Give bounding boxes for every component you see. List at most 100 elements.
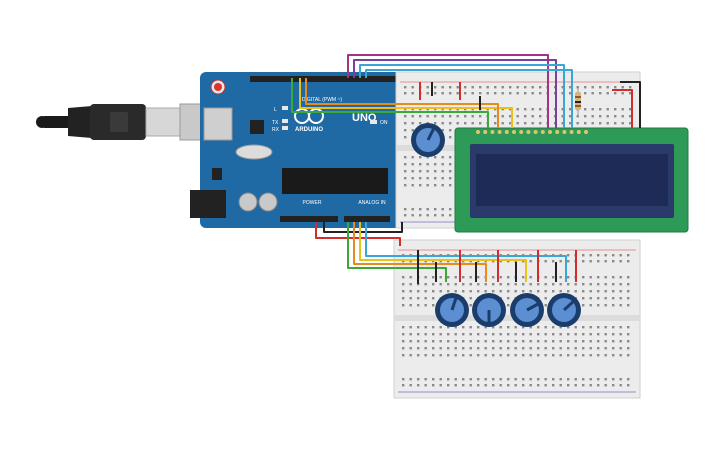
breadboard-hole [477,378,480,381]
breadboard-hole [471,122,474,125]
breadboard-hole [629,86,632,89]
breadboard-hole [456,86,459,89]
breadboard-hole [469,276,472,279]
breadboard-hole [544,354,547,357]
breadboard-hole [574,378,577,381]
breadboard-hole [509,122,512,125]
breadboard-hole [522,378,525,381]
breadboard-hole [454,326,457,329]
breadboard-hole [409,260,412,263]
breadboard-hole [537,340,540,343]
breadboard-hole [424,333,427,336]
breadboard-hole [439,340,442,343]
breadboard-hole [612,297,615,300]
digital-header [250,76,398,82]
breadboard-hole [544,340,547,343]
lcd-pin [490,130,495,134]
reset-button[interactable] [214,83,222,91]
breadboard-hole [582,283,585,286]
breadboard-hole [544,290,547,293]
breadboard-hole [522,326,525,329]
breadboard-hole [492,340,495,343]
breadboard-hole [439,283,442,286]
digital-header-label: DIGITAL (PWM ~) [302,97,342,103]
wire-green-top [291,78,489,128]
usb-port [203,107,233,141]
breadboard-hole [509,92,512,95]
breadboard-hole [619,304,622,307]
breadboard-hole [499,347,502,350]
breadboard-hole [434,177,437,180]
analog-label: ANALOG IN [358,200,386,206]
breadboard-hole [432,283,435,286]
breadboard-hole [447,333,450,336]
breadboard-hole [447,340,450,343]
breadboard-hole [404,115,407,118]
breadboard-hole [417,290,420,293]
breadboard-hole [604,326,607,329]
breadboard-hole [447,283,450,286]
breadboard-hole [499,354,502,357]
breadboard-hole [434,184,437,187]
breadboard-hole [539,122,542,125]
breadboard-hole [619,290,622,293]
breadboard-hole [501,108,504,111]
breadboard-hole [404,177,407,180]
breadboard-hole [419,108,422,111]
breadboard-hole [552,260,555,263]
breadboard-hole [619,347,622,350]
breadboard-hole [539,108,542,111]
breadboard-hole [439,333,442,336]
breadboard-hole [537,326,540,329]
breadboard-hole [454,384,457,387]
breadboard-hole [561,122,564,125]
breadboard-hole [507,276,510,279]
breadboard-hole [591,122,594,125]
breadboard-hole [597,297,600,300]
breadboard-hole [559,347,562,350]
breadboard-hole [469,347,472,350]
breadboard-hole [589,378,592,381]
breadboard-hole [507,297,510,300]
breadboard-hole [484,333,487,336]
breadboard-hole [591,115,594,118]
pot-1[interactable] [435,293,469,327]
breadboard-hole [419,184,422,187]
breadboard-hole [454,283,457,286]
breadboard-hole [494,122,497,125]
breadboard-hole [402,290,405,293]
breadboard-hole [567,283,570,286]
atmega-chip [282,168,388,194]
breadboard-hole [612,340,615,343]
breadboard-hole [597,354,600,357]
breadboard-hole [464,108,467,111]
breadboard-hole [449,214,452,217]
breadboard-hole [544,297,547,300]
breadboard-hole [539,92,542,95]
breadboard-hole [522,290,525,293]
lcd-pin [555,130,560,134]
breadboard-hole [627,354,630,357]
breadboard-hole [591,108,594,111]
breadboard-hole [462,340,465,343]
breadboard-hole [569,92,572,95]
breadboard-hole [494,115,497,118]
pot-contrast[interactable] [411,123,445,157]
breadboard-hole [441,184,444,187]
breadboard-hole [604,354,607,357]
breadboard-hole [574,326,577,329]
breadboard-hole [479,92,482,95]
breadboard-hole [439,378,442,381]
breadboard-hole [574,354,577,357]
breadboard-hole [537,384,540,387]
breadboard-hole [507,354,510,357]
breadboard-hole [411,108,414,111]
breadboard-hole [454,333,457,336]
breadboard-hole [404,184,407,187]
breadboard-hole [426,184,429,187]
pot-2[interactable] [472,293,506,327]
breadboard-hole [409,384,412,387]
breadboard-hole [552,333,555,336]
pot-3[interactable] [510,293,544,327]
pot-4[interactable] [547,293,581,327]
